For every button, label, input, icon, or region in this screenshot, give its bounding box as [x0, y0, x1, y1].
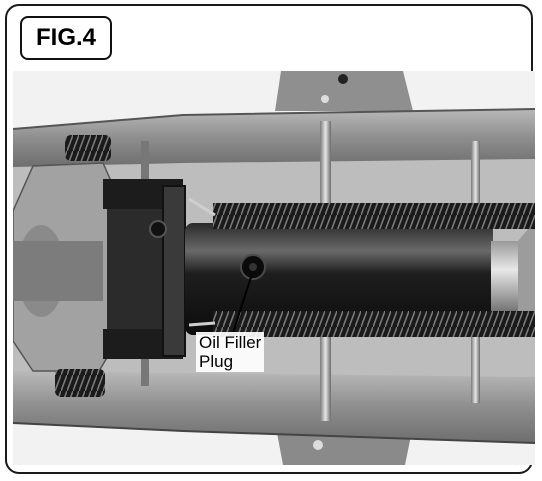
oil-filler-plug-callout: Oil Filler Plug [196, 332, 265, 372]
figure-label: FIG.4 [20, 16, 112, 60]
callout-line-2: Plug [199, 352, 234, 371]
callout-line-1: Oil Filler [199, 333, 262, 352]
jack-mechanism-illustration [13, 71, 535, 465]
jack-mechanism-photo [13, 71, 535, 465]
